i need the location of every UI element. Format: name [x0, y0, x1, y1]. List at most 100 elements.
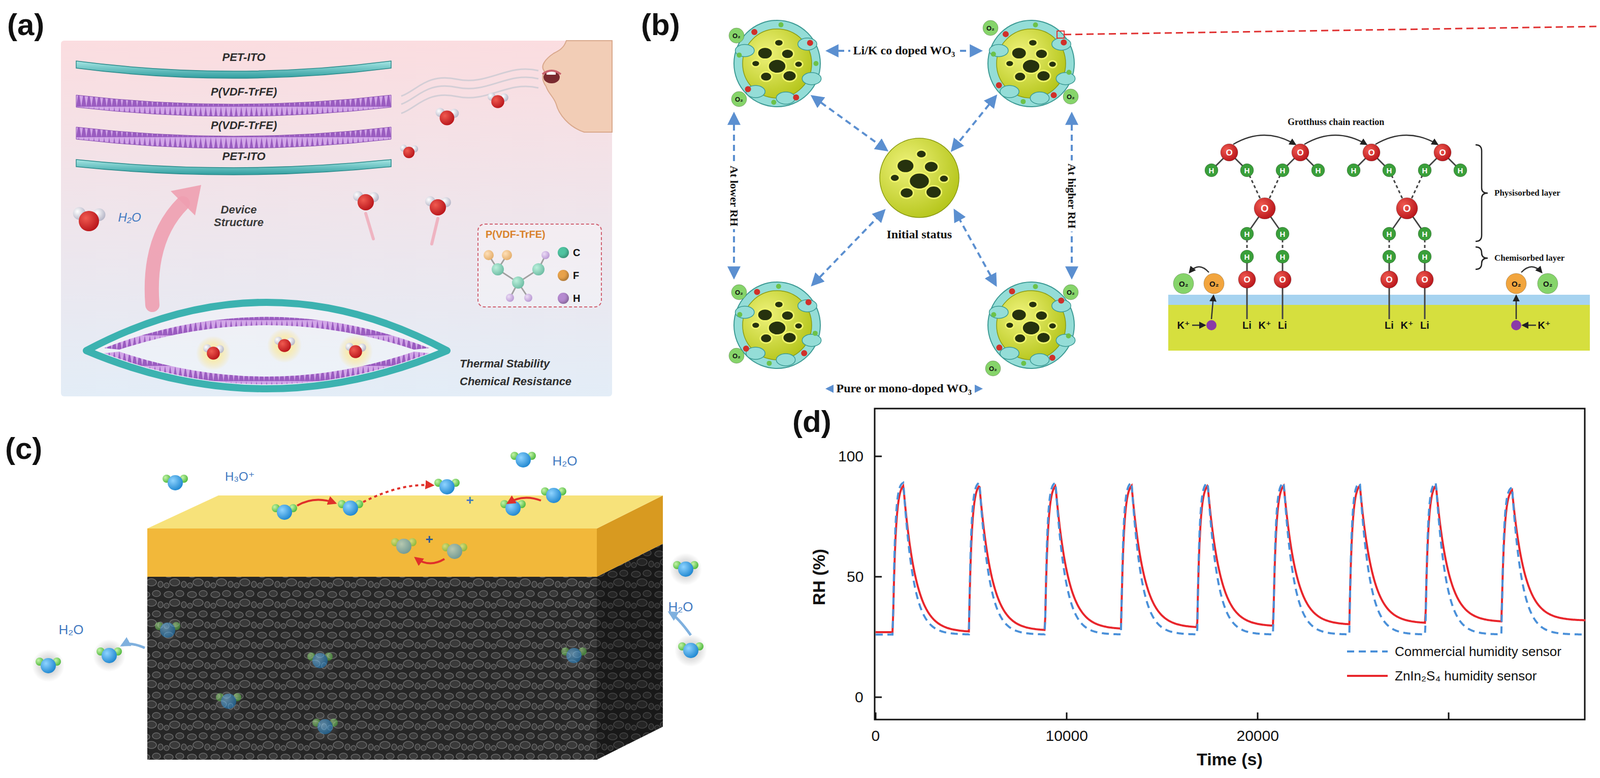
water-molecule	[510, 451, 536, 468]
atom-label: O	[1421, 275, 1429, 284]
vapor-haze	[674, 633, 708, 667]
oxygen-atom	[429, 199, 446, 216]
panel-background	[60, 40, 613, 397]
shell-patch	[797, 38, 817, 51]
atom-sphere	[1240, 227, 1254, 241]
shell-patch	[989, 306, 1009, 319]
proton-transfer-arrow	[297, 499, 336, 506]
zoom-marker	[1057, 30, 1065, 39]
axis-tick	[1066, 712, 1068, 720]
atom-label: O₂	[732, 32, 741, 40]
legend-text: H	[572, 292, 581, 305]
water-molecule	[391, 537, 417, 554]
dashed-double-arrow	[952, 96, 996, 150]
exchange-arrow	[1515, 295, 1518, 319]
shell-patch	[1030, 353, 1049, 366]
atom-sphere	[1063, 88, 1079, 105]
layer-bracket	[1475, 246, 1488, 270]
atom-label: O₂	[1066, 93, 1075, 101]
oxygen-dot	[792, 94, 799, 101]
atom-sphere	[1537, 273, 1558, 294]
atom-label: O	[1279, 275, 1287, 284]
oxygen-dot	[807, 39, 814, 46]
axis-tick	[875, 712, 877, 720]
sphere-pore	[1005, 321, 1014, 329]
panel-letter: (b)	[641, 7, 681, 43]
water-dot	[1020, 360, 1027, 366]
oxygen-dot	[801, 349, 808, 357]
diffusion-arrow	[121, 643, 145, 648]
shell-patch	[1051, 38, 1071, 51]
tick-label: 10000	[1045, 726, 1088, 745]
tick-label: 50	[846, 567, 864, 586]
atom-sphere	[1204, 163, 1219, 177]
oxygen-dot	[1050, 91, 1058, 99]
layer-label: P(VDF-TrFE)	[210, 118, 277, 132]
sphere-shell	[987, 20, 1075, 107]
ion-label: K⁺	[1177, 320, 1191, 331]
zoom-leader	[1064, 26, 1600, 35]
oxygen-dot	[753, 289, 760, 296]
vapor-haze	[557, 638, 591, 672]
atom-label: H	[1351, 166, 1357, 175]
sphere-pore	[768, 58, 786, 74]
dashed-double-arrow	[954, 210, 996, 285]
panel-d	[874, 408, 1586, 720]
sphere-pore	[909, 172, 931, 189]
molecule-label: H₂O	[118, 210, 142, 225]
legend-swatch	[557, 246, 569, 259]
sphere-pore	[1014, 72, 1027, 82]
atom-sphere	[1275, 249, 1290, 264]
atom-sphere	[1275, 163, 1290, 177]
atom-label: H	[1244, 166, 1251, 175]
lip	[542, 70, 561, 75]
covalent-bond	[1282, 288, 1284, 319]
oxygen-atom	[317, 718, 333, 734]
polymer-film	[104, 316, 430, 350]
sphere-pore	[889, 174, 900, 182]
sphere-pore	[774, 39, 784, 47]
sphere-caption: Initial status	[886, 227, 953, 242]
charge-sign: +	[466, 492, 474, 508]
atom-label: H	[1208, 166, 1215, 175]
oxygen-atom	[342, 500, 359, 516]
atom-label: H	[1422, 230, 1428, 238]
sphere-pore	[774, 300, 784, 308]
porous-sphere	[987, 281, 1076, 369]
foam-side	[596, 543, 663, 760]
sphere-core	[879, 138, 959, 218]
vapor-haze	[92, 638, 126, 672]
film-front	[147, 528, 597, 577]
legend-line-sample	[1347, 646, 1388, 657]
sphere-pore	[916, 149, 927, 158]
shell-patch	[1056, 334, 1075, 347]
foam-front	[147, 576, 597, 760]
legend-text: ZnIn₂S₄ humidity sensor	[1394, 667, 1537, 684]
atom-label: O₂	[1066, 289, 1075, 296]
oxygen-atom	[206, 346, 220, 360]
atom-label: H	[1386, 252, 1393, 261]
breath-stream	[401, 69, 539, 96]
vacancy-dot	[1206, 320, 1217, 331]
oxygen-atom	[160, 622, 176, 638]
water-molecule	[337, 499, 364, 516]
sphere-pore	[1048, 60, 1057, 68]
water-dot	[1020, 99, 1026, 105]
atom-sphere	[1382, 227, 1396, 241]
vapor-haze	[32, 649, 65, 682]
sphere-pore	[1028, 39, 1038, 47]
porous-sphere	[733, 281, 822, 369]
film-top	[147, 495, 663, 529]
oxygen-atom	[276, 504, 293, 520]
ion-label: K⁺	[1258, 320, 1272, 331]
sphere-pore	[760, 72, 773, 82]
molecule-label: H₂O	[58, 622, 84, 638]
axis-title: Time (s)	[1196, 749, 1263, 770]
ion-label: Li	[1420, 320, 1430, 331]
atom-spheres	[728, 20, 1558, 376]
atom-sphere	[1173, 273, 1194, 294]
substrate	[1168, 304, 1590, 351]
electrode-layer	[76, 60, 392, 79]
arrow-label: Li/K co doped WO₃	[850, 42, 959, 59]
proton-hop-arrow	[1304, 135, 1367, 145]
